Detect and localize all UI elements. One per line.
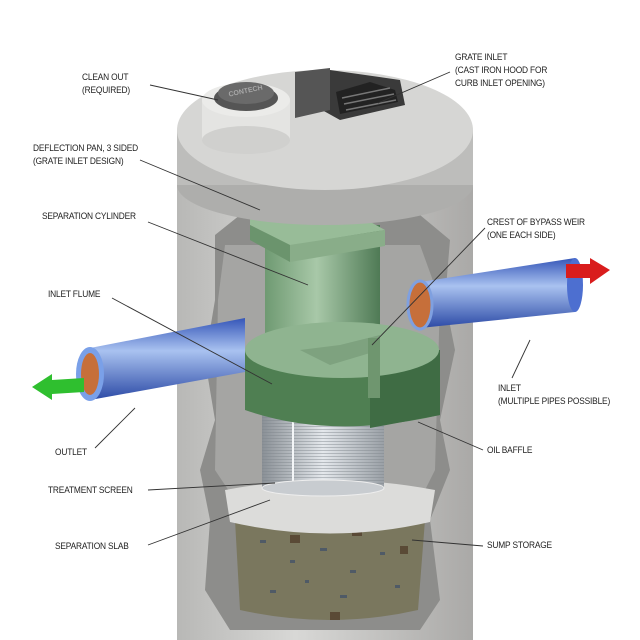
label-separation-cylinder: SEPARATION CYLINDER [42,210,136,223]
label-sump-storage: SUMP STORAGE [487,539,552,552]
label-line: SEPARATION SLAB [55,541,129,552]
leader-lines [94,71,531,547]
label-deflection-pan: DEFLECTION PAN, 3 SIDED (GRATE INLET DESI… [33,142,138,168]
inflow-arrow [566,258,610,284]
deflection-pan-front [290,230,385,262]
label-line: TREATMENT SCREEN [48,485,133,496]
label-clean-out: CLEAN OUT (REQUIRED) [82,71,130,97]
label-treatment-screen: TREATMENT SCREEN [48,484,133,497]
outlet-pipe-opening [81,353,99,395]
label-line: DEFLECTION PAN, 3 SIDED [33,143,138,154]
screen-base [261,479,385,497]
label-line: INLET [498,383,521,394]
screen-seam [292,400,294,488]
deflection-pan-side [250,225,290,262]
bypass-weir-crest [368,338,380,398]
label-outlet: OUTLET [55,446,87,459]
grate-inlet [295,68,405,120]
label-line: (MULTIPLE PIPES POSSIBLE) [498,396,611,407]
label-line: (GRATE INLET DESIGN) [33,156,124,167]
label-separation-slab: SEPARATION SLAB [55,540,129,553]
label-line: SUMP STORAGE [487,540,552,551]
label-inlet: INLET (MULTIPLE PIPES POSSIBLE) [498,382,610,408]
label-oil-baffle: OIL BAFFLE [487,444,532,457]
inlet-pipe-opening [406,279,434,331]
inlet-pipe [420,258,575,328]
label-inlet-flume: INLET FLUME [48,288,100,301]
label-grate-inlet: GRATE INLET (CAST IRON HOOD FOR CURB INLET… [455,51,547,90]
clean-out: CONTECH [202,82,290,154]
label-line: INLET FLUME [48,289,101,300]
label-line: CLEAN OUT [82,72,129,83]
sump-storage [235,520,425,620]
label-line: SEPARATION CYLINDER [42,211,136,222]
outlet-pipe [90,318,245,400]
label-line: (REQUIRED) [82,85,130,96]
label-line: CREST OF BYPASS WEIR [487,217,585,228]
label-line: (CAST IRON HOOD FOR [455,65,548,76]
label-line: OUTLET [55,447,87,458]
label-line: (ONE EACH SIDE) [487,230,556,241]
label-line: GRATE INLET [455,52,508,63]
label-line: OIL BAFFLE [487,445,533,456]
flume-channel [300,335,380,365]
label-line: CURB INLET OPENING) [455,78,545,89]
sediment-particles [260,540,400,598]
label-crest-of-bypass-weir: CREST OF BYPASS WEIR (ONE EACH SIDE) [487,216,585,242]
outflow-arrow [32,374,84,400]
